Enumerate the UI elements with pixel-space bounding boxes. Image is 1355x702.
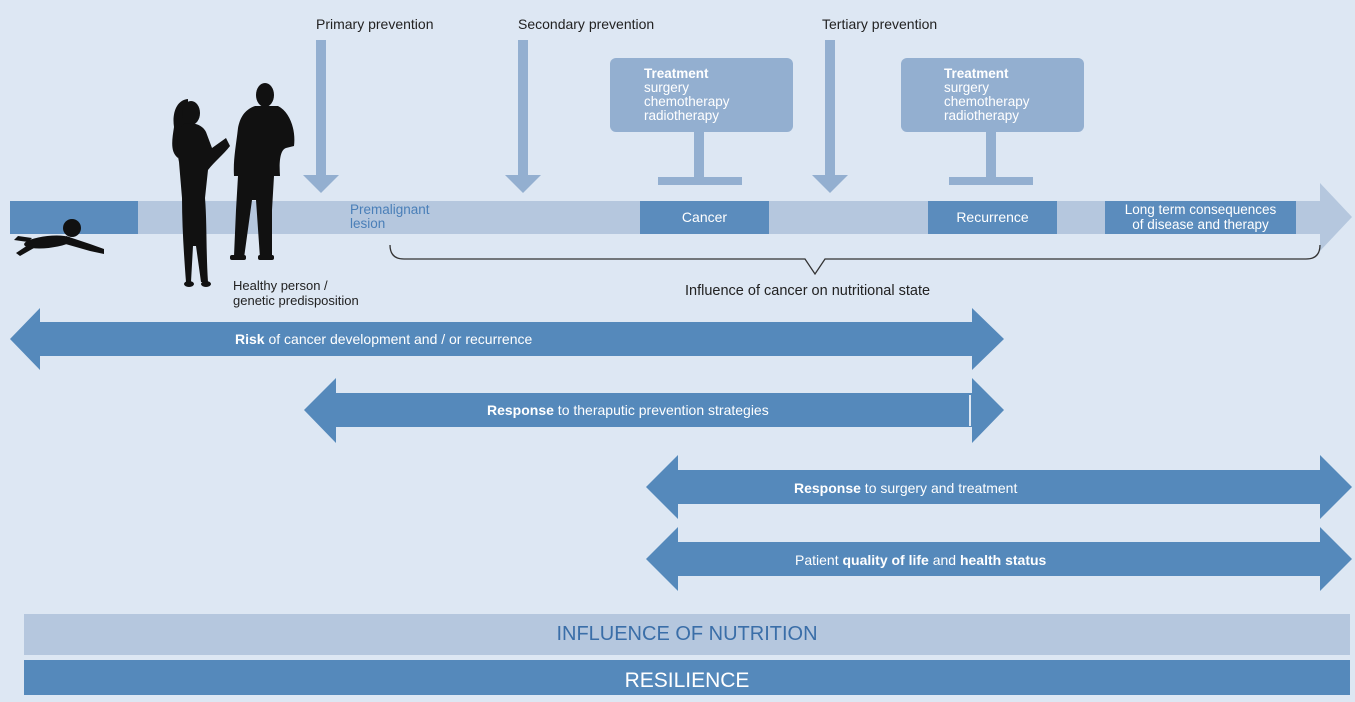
primary-prevention-label: Primary prevention	[316, 16, 434, 32]
response1-bold: Response	[487, 402, 554, 418]
prevention-arrows	[303, 40, 848, 193]
recurrence-segment	[928, 201, 1057, 234]
recurrence-label: Recurrence	[956, 209, 1029, 225]
response-treatment-text: Response to surgery and treatment	[678, 480, 1320, 496]
healthy-line2: genetic predisposition	[233, 293, 359, 308]
response-prevention-arrow	[304, 378, 1004, 443]
risk-bold: Risk	[235, 331, 265, 347]
tertiary-prevention-label: Tertiary prevention	[822, 16, 938, 32]
response-prevention-text: Response to theraputic prevention strate…	[336, 402, 972, 418]
healthy-person-label: Healthy person / genetic predisposition	[233, 278, 359, 308]
cancer-segment	[640, 201, 769, 234]
cancer-label: Cancer	[681, 209, 728, 225]
healthy-line1: Healthy person /	[233, 278, 328, 293]
treatment-1-surgery: surgery	[644, 80, 690, 95]
treatment-1-chemotherapy: chemotherapy	[644, 94, 730, 109]
treatment-2-chemotherapy: chemotherapy	[944, 94, 1030, 109]
nutrition-bar-label: INFLUENCE OF NUTRITION	[556, 623, 818, 645]
tertiary-prevention-arrow	[812, 40, 848, 193]
qol-pre: Patient	[795, 552, 843, 568]
double-arrows	[10, 308, 1352, 591]
man-silhouette-icon	[230, 83, 295, 260]
premalignant-lesion-label: Premalignant lesion	[350, 203, 430, 231]
response2-rest: to surgery and treatment	[860, 480, 1018, 496]
resilience-bar-label: RESILIENCE	[624, 669, 750, 692]
treatment-box-2-text: Treatment surgery chemotherapy radiother…	[944, 67, 1030, 123]
influence-cancer-label: Influence of cancer on nutritional state	[685, 283, 931, 299]
response2-bold: Response	[794, 480, 861, 496]
treatment-2-title: Treatment	[944, 66, 1009, 81]
treatment-1-radiotherapy: radiotherapy	[644, 108, 720, 123]
primary-prevention-arrow	[303, 40, 339, 193]
treatment-1-title: Treatment	[644, 66, 709, 81]
treatment-box-1	[610, 58, 793, 132]
timeline	[10, 183, 1352, 251]
baby-silhouette-icon	[14, 219, 104, 256]
longterm-line1: Long term consequences	[1124, 202, 1277, 217]
longterm-line2: of disease and therapy	[1132, 217, 1269, 232]
premalignant-line2: lesion	[350, 216, 386, 231]
risk-arrow-text: Risk of cancer development and / or recu…	[40, 331, 972, 347]
response1-rest: to theraputic prevention strategies	[553, 402, 769, 418]
premalignant-line1: Premalignant	[350, 202, 430, 217]
treatment-boxes	[610, 58, 1084, 185]
woman-silhouette-icon	[172, 99, 230, 287]
resilience-bar: RESILIENCE	[24, 660, 1350, 695]
longterm-label: Long term consequences of disease and th…	[1105, 202, 1296, 232]
treatment-box-1-text: Treatment surgery chemotherapy radiother…	[644, 67, 730, 123]
qol-mid: and	[928, 552, 960, 568]
secondary-prevention-label: Secondary prevention	[518, 16, 655, 32]
treatment-box-2	[901, 58, 1084, 132]
qol-bold1: quality of life	[842, 552, 929, 568]
longterm-segment	[1105, 201, 1296, 234]
influence-bracket	[389, 244, 1321, 276]
treatment-2-surgery: surgery	[944, 80, 990, 95]
risk-arrow	[10, 308, 1004, 370]
risk-rest: of cancer development and / or recurrenc…	[264, 331, 533, 347]
response-treatment-arrow	[646, 455, 1352, 519]
quality-of-life-arrow	[646, 527, 1352, 591]
qol-bold2: health status	[959, 552, 1047, 568]
treatment-2-radiotherapy: radiotherapy	[944, 108, 1020, 123]
quality-of-life-text: Patient quality of life and health statu…	[678, 552, 1320, 568]
secondary-prevention-arrow	[505, 40, 541, 193]
influence-of-nutrition-bar: INFLUENCE OF NUTRITION	[24, 614, 1350, 655]
